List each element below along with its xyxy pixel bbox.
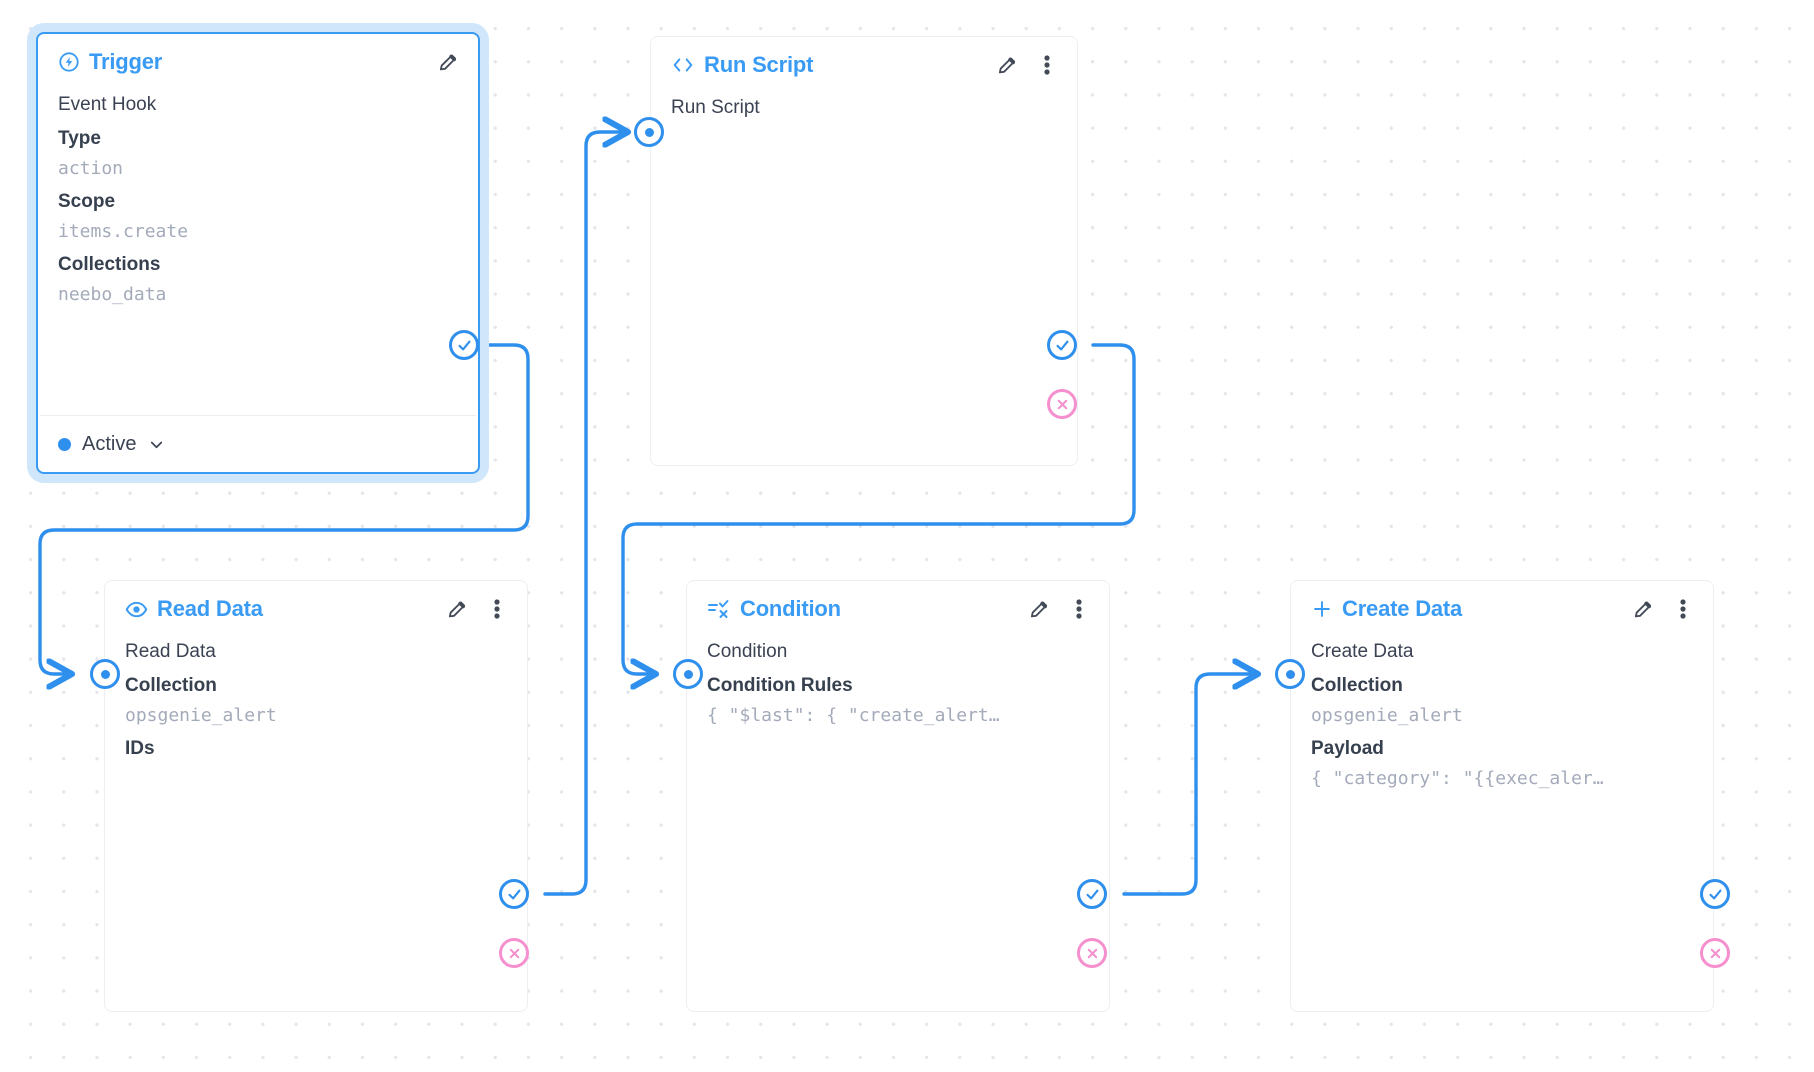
condition-success-output-port[interactable] bbox=[1077, 879, 1107, 909]
create-data-error-output-port[interactable] bbox=[1700, 938, 1730, 968]
more-options-icon[interactable] bbox=[1035, 52, 1059, 78]
trigger-success-output-port[interactable] bbox=[449, 330, 479, 360]
field-value-collection: opsgenie_alert bbox=[1311, 705, 1463, 726]
node-run-script-header: Run Script bbox=[651, 37, 1077, 93]
trigger-status-toggle[interactable]: Active bbox=[38, 416, 478, 472]
node-read-data-row-name: Read Data bbox=[125, 641, 216, 662]
node-read-data[interactable]: Read Data Read Data Collection o bbox=[104, 580, 528, 1012]
create-data-success-output-port[interactable] bbox=[1700, 879, 1730, 909]
field-label-payload: Payload bbox=[1311, 738, 1384, 759]
field-label-condition-rules: Condition Rules bbox=[707, 675, 853, 696]
node-run-script[interactable]: Run Script Run Script bbox=[650, 36, 1078, 466]
edit-icon[interactable] bbox=[436, 49, 460, 75]
plus-icon bbox=[1311, 598, 1333, 620]
condition-input-port[interactable] bbox=[673, 659, 703, 689]
field-label-type: Type bbox=[58, 128, 101, 149]
field-value-condition-rules: { "$last": { "create_alert… bbox=[707, 705, 1000, 726]
node-condition-header: Condition bbox=[687, 581, 1109, 637]
node-condition-actions bbox=[1027, 596, 1091, 622]
chevron-down-icon[interactable] bbox=[147, 435, 166, 454]
more-options-icon[interactable] bbox=[1067, 596, 1091, 622]
bolt-circle-icon bbox=[58, 51, 80, 73]
field-value-payload: { "category": "{{exec_aler… bbox=[1311, 768, 1604, 789]
node-run-script-title: Run Script bbox=[671, 54, 813, 76]
node-read-data-header: Read Data bbox=[105, 581, 527, 637]
node-create-data-header: Create Data bbox=[1291, 581, 1713, 637]
node-read-data-title-text: Read Data bbox=[157, 596, 263, 621]
node-run-script-title-text: Run Script bbox=[704, 52, 814, 77]
node-trigger-actions bbox=[436, 49, 460, 75]
more-options-icon[interactable] bbox=[1671, 596, 1695, 622]
node-read-data-actions bbox=[445, 596, 509, 622]
node-trigger-title: Trigger bbox=[58, 51, 162, 73]
status-dot-icon bbox=[58, 437, 71, 451]
condition-branch-icon bbox=[707, 599, 731, 620]
field-label-collections: Collections bbox=[58, 254, 161, 275]
node-condition-title-text: Condition bbox=[740, 596, 841, 621]
run-script-success-output-port[interactable] bbox=[1047, 330, 1077, 360]
node-trigger[interactable]: Trigger Event Hook Type action Scope ite… bbox=[36, 32, 480, 474]
node-condition[interactable]: Condition Condition Condition Rules bbox=[686, 580, 1110, 1012]
read-data-input-port[interactable] bbox=[90, 659, 120, 689]
node-trigger-title-text: Trigger bbox=[89, 49, 163, 74]
status-badge: Active bbox=[82, 432, 137, 455]
field-label-ids: IDs bbox=[125, 738, 155, 759]
field-value-collections: neebo_data bbox=[58, 284, 167, 305]
run-script-error-output-port[interactable] bbox=[1047, 389, 1077, 419]
condition-error-output-port[interactable] bbox=[1077, 938, 1107, 968]
node-condition-title: Condition bbox=[707, 598, 841, 620]
node-trigger-body: Event Hook Type action Scope items.creat… bbox=[38, 90, 478, 327]
create-data-input-port[interactable] bbox=[1275, 659, 1305, 689]
node-condition-body: Condition Condition Rules { "$last": { "… bbox=[687, 637, 1109, 748]
node-create-data-row-name: Create Data bbox=[1311, 641, 1414, 662]
edit-icon[interactable] bbox=[1631, 596, 1655, 622]
eye-icon bbox=[125, 598, 148, 621]
node-trigger-row-name: Event Hook bbox=[58, 94, 157, 115]
node-trigger-header: Trigger bbox=[38, 34, 478, 90]
edit-icon[interactable] bbox=[995, 52, 1019, 78]
code-brackets-icon bbox=[671, 55, 695, 75]
node-create-data-actions bbox=[1631, 596, 1695, 622]
node-read-data-title: Read Data bbox=[125, 598, 263, 621]
field-label-collection: Collection bbox=[125, 675, 217, 696]
node-condition-row-name: Condition bbox=[707, 641, 788, 662]
edit-icon[interactable] bbox=[1027, 596, 1051, 622]
field-value-scope: items.create bbox=[58, 221, 189, 242]
edit-icon[interactable] bbox=[445, 596, 469, 622]
read-data-success-output-port[interactable] bbox=[499, 879, 529, 909]
field-value-type: action bbox=[58, 158, 124, 179]
field-label-scope: Scope bbox=[58, 191, 116, 212]
read-data-error-output-port[interactable] bbox=[499, 938, 529, 968]
node-run-script-actions bbox=[995, 52, 1059, 78]
more-options-icon[interactable] bbox=[485, 596, 509, 622]
node-run-script-body: Run Script bbox=[651, 93, 1077, 141]
node-create-data[interactable]: Create Data Create Data Collection bbox=[1290, 580, 1714, 1012]
node-create-data-body: Create Data Collection opsgenie_alert Pa… bbox=[1291, 637, 1713, 811]
run-script-input-port[interactable] bbox=[634, 117, 664, 147]
node-create-data-title: Create Data bbox=[1311, 598, 1462, 620]
field-label-collection: Collection bbox=[1311, 675, 1403, 696]
node-read-data-body: Read Data Collection opsgenie_alert IDs bbox=[105, 637, 527, 782]
node-create-data-title-text: Create Data bbox=[1342, 596, 1463, 621]
field-value-collection: opsgenie_alert bbox=[125, 705, 277, 726]
node-run-script-row-name: Run Script bbox=[671, 97, 760, 118]
